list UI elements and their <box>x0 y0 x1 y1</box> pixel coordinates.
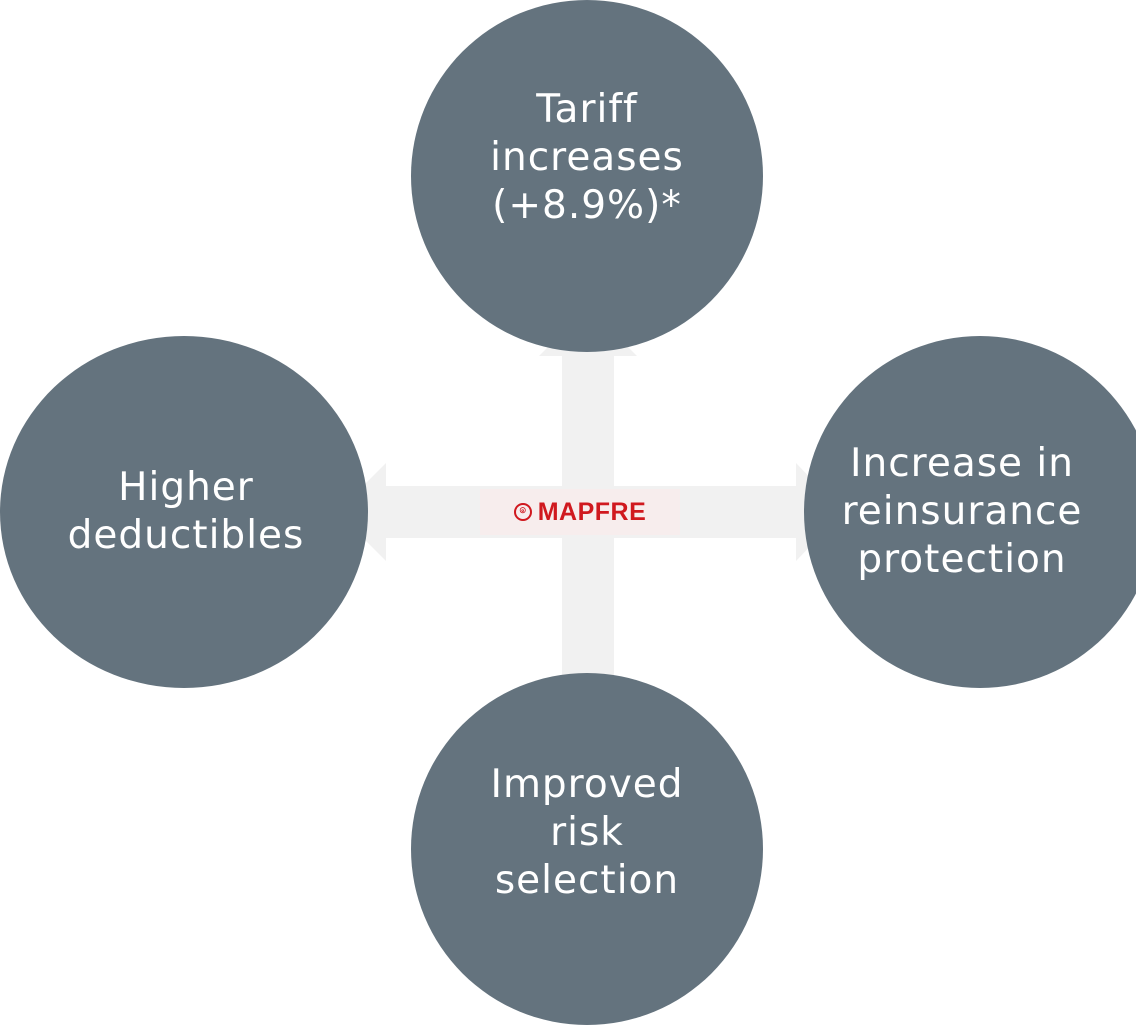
reinsurance-protection-label: Increase in reinsurance protection <box>841 441 1083 582</box>
circle-improved-risk-selection: Improved risk selection <box>411 673 763 1025</box>
tariff-increases-label: Tariff increases (+8.9%)* <box>490 87 684 228</box>
higher-deductibles-label: Higher deductibles <box>67 465 305 558</box>
circle-reinsurance-protection: Increase in reinsurance protection <box>804 336 1136 688</box>
mapfre-tree-emblem-icon: ⌾ <box>513 503 532 521</box>
circle-higher-deductibles: Higher deductibles <box>0 336 368 688</box>
mapfre-logo: ⌾ MAPFRE <box>480 489 680 535</box>
mapfre-logo-text: MAPFRE <box>537 497 647 526</box>
circle-tariff-increases: Tariff increases (+8.9%)* <box>411 0 763 352</box>
improved-risk-selection-label: Improved risk selection <box>490 762 684 903</box>
